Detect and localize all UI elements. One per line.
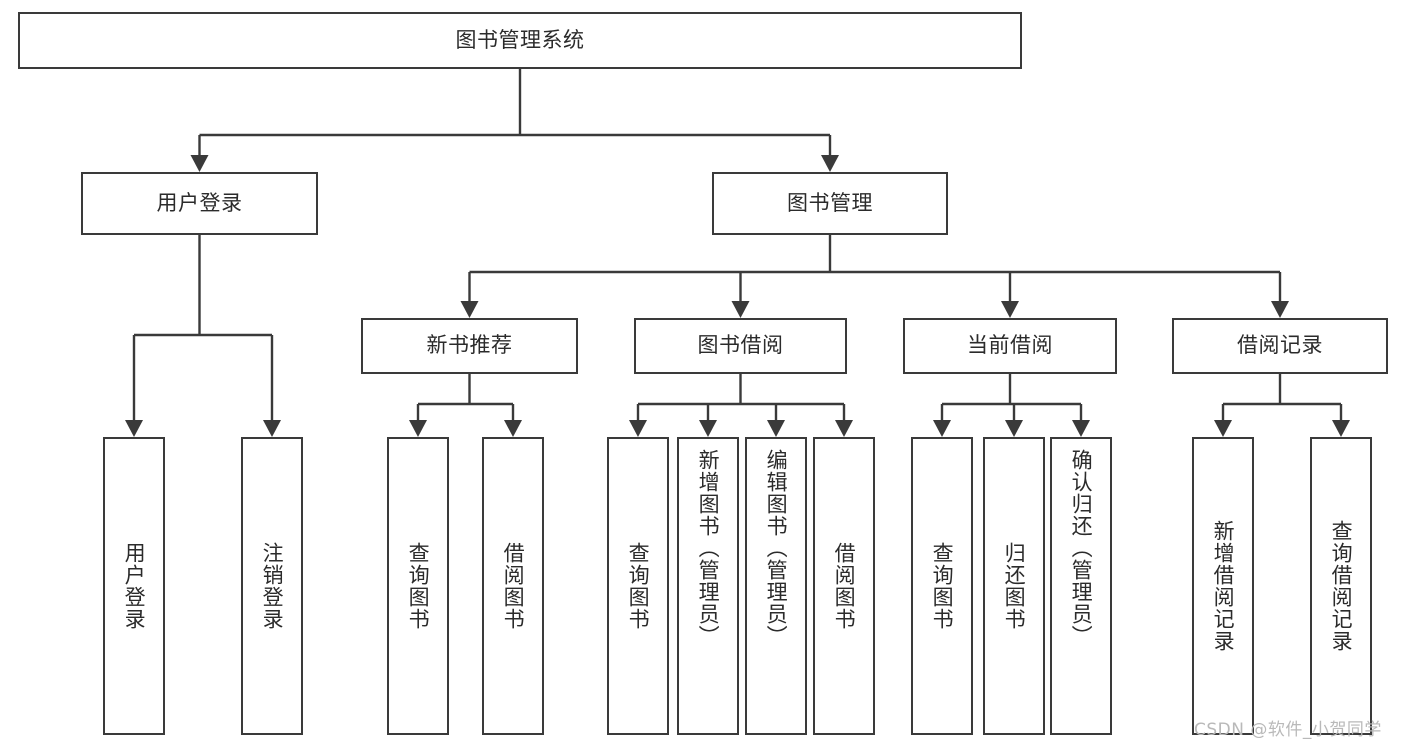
node-label-cb-confirm-return: 确认归还（管理员）: [1069, 449, 1094, 647]
node-user-login: 用户登录: [81, 172, 318, 235]
node-label-user-login: 用户登录: [156, 190, 243, 215]
arrow-head: [409, 420, 427, 437]
node-label-borrow-records: 借阅记录: [1237, 333, 1323, 358]
node-label-new-book-recommend: 新书推荐: [426, 333, 513, 358]
node-label-user-login-do: 用户登录: [122, 542, 147, 630]
node-cb-return-book: 归还图书: [983, 437, 1045, 735]
node-bb-borrow-book: 借阅图书: [813, 437, 875, 735]
node-new-book-recommend: 新书推荐: [361, 318, 578, 374]
node-label-bb-query-book: 查询图书: [626, 542, 651, 630]
arrow-head: [190, 155, 209, 172]
arrow-head: [1214, 420, 1232, 437]
arrow-head: [699, 420, 717, 437]
node-book-borrow: 图书借阅: [634, 318, 847, 374]
node-cb-query-book: 查询图书: [911, 437, 973, 735]
arrow-head: [1005, 420, 1023, 437]
node-label-cb-return-book: 归还图书: [1002, 542, 1027, 630]
node-label-br-query-record: 查询借阅记录: [1329, 520, 1354, 652]
node-label-user-logout: 注销登录: [260, 542, 285, 630]
node-label-br-add-record: 新增借阅记录: [1211, 520, 1236, 652]
node-label-book-management: 图书管理: [787, 190, 873, 215]
arrow-head: [125, 420, 143, 437]
csdn-watermark: CSDN @软件_小贺同学: [1194, 720, 1382, 740]
node-label-bb-borrow-book: 借阅图书: [832, 542, 857, 630]
node-label-bb-add-book: 新增图书（管理员）: [696, 449, 721, 647]
node-label-cb-query-book: 查询图书: [930, 542, 955, 630]
node-label-current-borrow: 当前借阅: [967, 333, 1053, 358]
node-current-borrow: 当前借阅: [903, 318, 1117, 374]
arrow-head: [1001, 301, 1019, 318]
node-book-management: 图书管理: [712, 172, 948, 235]
node-label-bb-edit-book: 编辑图书（管理员）: [764, 449, 789, 647]
arrow-head: [629, 420, 647, 437]
node-label-nb-borrow-book: 借阅图书: [501, 542, 526, 630]
node-user-logout: 注销登录: [241, 437, 303, 735]
node-user-login-do: 用户登录: [103, 437, 165, 735]
node-bb-edit-book: 编辑图书（管理员）: [745, 437, 807, 735]
arrow-head: [1271, 301, 1289, 318]
arrow-head: [835, 420, 853, 437]
arrow-head: [731, 301, 750, 318]
node-bb-add-book: 新增图书（管理员）: [677, 437, 739, 735]
arrow-head: [460, 301, 479, 318]
arrow-head: [263, 420, 281, 437]
node-label-root: 图书管理系统: [455, 27, 585, 52]
node-br-query-record: 查询借阅记录: [1310, 437, 1372, 735]
arrow-head: [821, 155, 839, 172]
node-bb-query-book: 查询图书: [607, 437, 669, 735]
node-nb-query-book: 查询图书: [387, 437, 449, 735]
node-cb-confirm-return: 确认归还（管理员）: [1050, 437, 1112, 735]
node-nb-borrow-book: 借阅图书: [482, 437, 544, 735]
node-br-add-record: 新增借阅记录: [1192, 437, 1254, 735]
node-root: 图书管理系统: [18, 12, 1022, 69]
arrow-head: [1072, 420, 1090, 437]
node-label-nb-query-book: 查询图书: [406, 542, 431, 630]
arrow-head: [504, 420, 522, 437]
node-borrow-records: 借阅记录: [1172, 318, 1388, 374]
arrow-head: [933, 420, 951, 437]
arrow-head: [1332, 420, 1350, 437]
node-label-book-borrow: 图书借阅: [697, 333, 784, 358]
arrow-head: [767, 420, 785, 437]
